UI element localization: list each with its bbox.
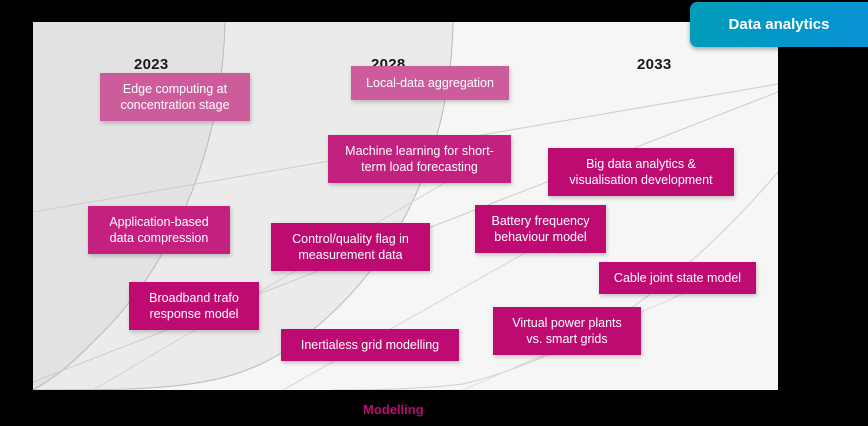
topic-box-application-based-compression[interactable]: Application-based data compression bbox=[88, 206, 230, 254]
topic-box-cable-joint-state-model[interactable]: Cable joint state model bbox=[599, 262, 756, 294]
topic-box-control-quality-flag[interactable]: Control/quality flag in measurement data bbox=[271, 223, 430, 271]
year-label-2033: 2033 bbox=[637, 56, 672, 73]
zone-arc-far bbox=[332, 171, 778, 390]
topic-box-big-data-analytics[interactable]: Big data analytics & visualisation devel… bbox=[548, 148, 734, 196]
topic-box-battery-frequency-model[interactable]: Battery frequency behaviour model bbox=[475, 205, 606, 253]
guide-line-3 bbox=[92, 171, 464, 390]
data-analytics-badge[interactable]: Data analytics bbox=[690, 2, 868, 47]
year-label-2023: 2023 bbox=[134, 56, 169, 73]
guide-line-4 bbox=[282, 236, 554, 390]
topic-box-inertialess-grid-modelling[interactable]: Inertialess grid modelling bbox=[281, 329, 459, 361]
topic-box-local-data-aggregation[interactable]: Local-data aggregation bbox=[351, 66, 509, 100]
roadmap-panel: 2023 2028 2033 Edge computing at concent… bbox=[33, 22, 778, 390]
topic-box-virtual-power-plants[interactable]: Virtual power plants vs. smart grids bbox=[493, 307, 641, 355]
topic-box-machine-learning-forecasting[interactable]: Machine learning for short-term load for… bbox=[328, 135, 511, 183]
topic-box-edge-computing[interactable]: Edge computing at concentration stage bbox=[100, 73, 250, 121]
topic-box-broadband-trafo-model[interactable]: Broadband trafo response model bbox=[129, 282, 259, 330]
badge-label: Data analytics bbox=[728, 16, 830, 33]
axis-label-bottom: Modelling bbox=[363, 402, 424, 417]
